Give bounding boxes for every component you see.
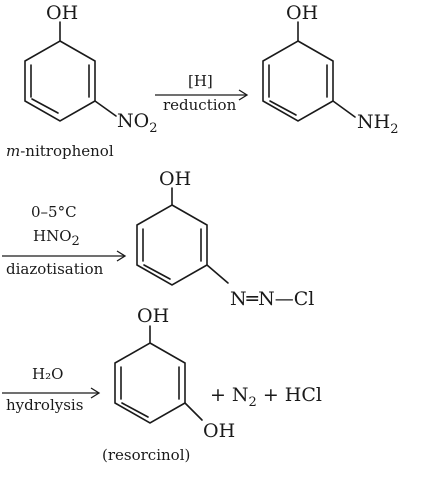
benzene-ring-1	[24, 40, 96, 122]
step1-reagent: [H]	[188, 72, 213, 90]
azo-bond	[206, 264, 229, 284]
m-nitrophenol-name: m-nitrophenol	[6, 142, 114, 160]
by-products: +N2+HCl	[210, 384, 322, 410]
double-bond-3c	[143, 264, 171, 280]
oh-label-4a: OH	[137, 305, 169, 327]
diazonium-group-label: N═N—Cl	[230, 288, 314, 310]
double-bond-1c	[31, 98, 59, 114]
nh2-label: NH2	[357, 111, 398, 137]
m-aminophenol-structure: OH NH2	[262, 2, 398, 137]
double-bond-2c	[269, 100, 297, 116]
step2-arrow: 0–5°C HNO2 diazotisation	[2, 203, 127, 278]
no2-label: NO2	[117, 110, 157, 136]
oh-bond-4b	[184, 402, 203, 421]
benzene-ring-4	[114, 342, 186, 424]
step1-arrow: [H] reduction	[155, 72, 249, 114]
benzene-ring-2	[262, 40, 334, 122]
step3-reagent: H₂O	[32, 365, 63, 383]
benzene-ring-3	[136, 204, 208, 286]
nh2-bond	[332, 100, 356, 118]
resorcinol-name: (resorcinol)	[102, 446, 190, 464]
step3-condition: hydrolysis	[6, 396, 83, 414]
step1-condition: reduction	[163, 96, 237, 114]
oh-label-2: OH	[286, 2, 318, 24]
by-products-text: +N2+HCl	[210, 384, 322, 410]
resorcinol-structure: OH OH (resorcinol)	[102, 305, 235, 464]
diazonium-structure: OH N═N—Cl	[136, 168, 314, 310]
step2-reagent: HNO2	[33, 227, 80, 249]
step3-arrow: H₂O hydrolysis	[2, 365, 101, 414]
oh-label-4b: OH	[203, 420, 235, 442]
m-nitrophenol-structure: OH NO2 m-nitrophenol	[6, 2, 157, 160]
step2-condition: diazotisation	[6, 260, 104, 278]
oh-label-1: OH	[46, 2, 78, 24]
step2-temperature: 0–5°C	[31, 203, 77, 221]
oh-label-3: OH	[159, 168, 191, 190]
double-bond-4c	[121, 402, 149, 418]
no2-bond	[94, 100, 117, 117]
